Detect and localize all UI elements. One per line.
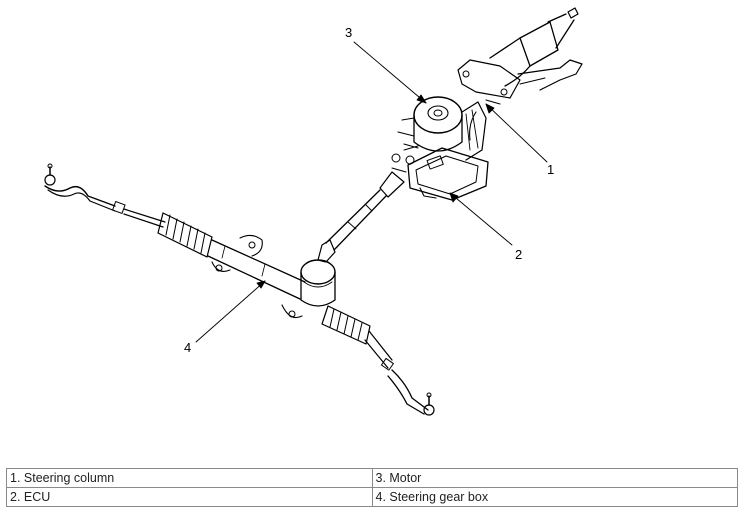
callout-2: 2 [515, 247, 522, 262]
intermediate-shaft [317, 171, 405, 263]
callout-1: 1 [547, 162, 554, 177]
leader-lines [195, 41, 548, 343]
callout-4: 4 [184, 340, 191, 355]
ecu [391, 145, 489, 201]
legend-row: 1. Steering column 3. Motor [6, 468, 738, 488]
steering-gear-box [44, 163, 435, 416]
legend-cell: 3. Motor [371, 468, 738, 488]
parts-legend-table: 1. Steering column 3. Motor 2. ECU 4. St… [6, 468, 738, 507]
legend-cell: 2. ECU [6, 487, 373, 507]
steering-column [457, 7, 583, 141]
legend-cell: 4. Steering gear box [371, 487, 738, 507]
callout-3: 3 [345, 25, 352, 40]
steering-system-diagram: 3 1 2 4 [44, 7, 583, 416]
legend-row: 2. ECU 4. Steering gear box [6, 487, 738, 507]
legend-cell: 1. Steering column [6, 468, 373, 488]
motor [397, 96, 487, 161]
